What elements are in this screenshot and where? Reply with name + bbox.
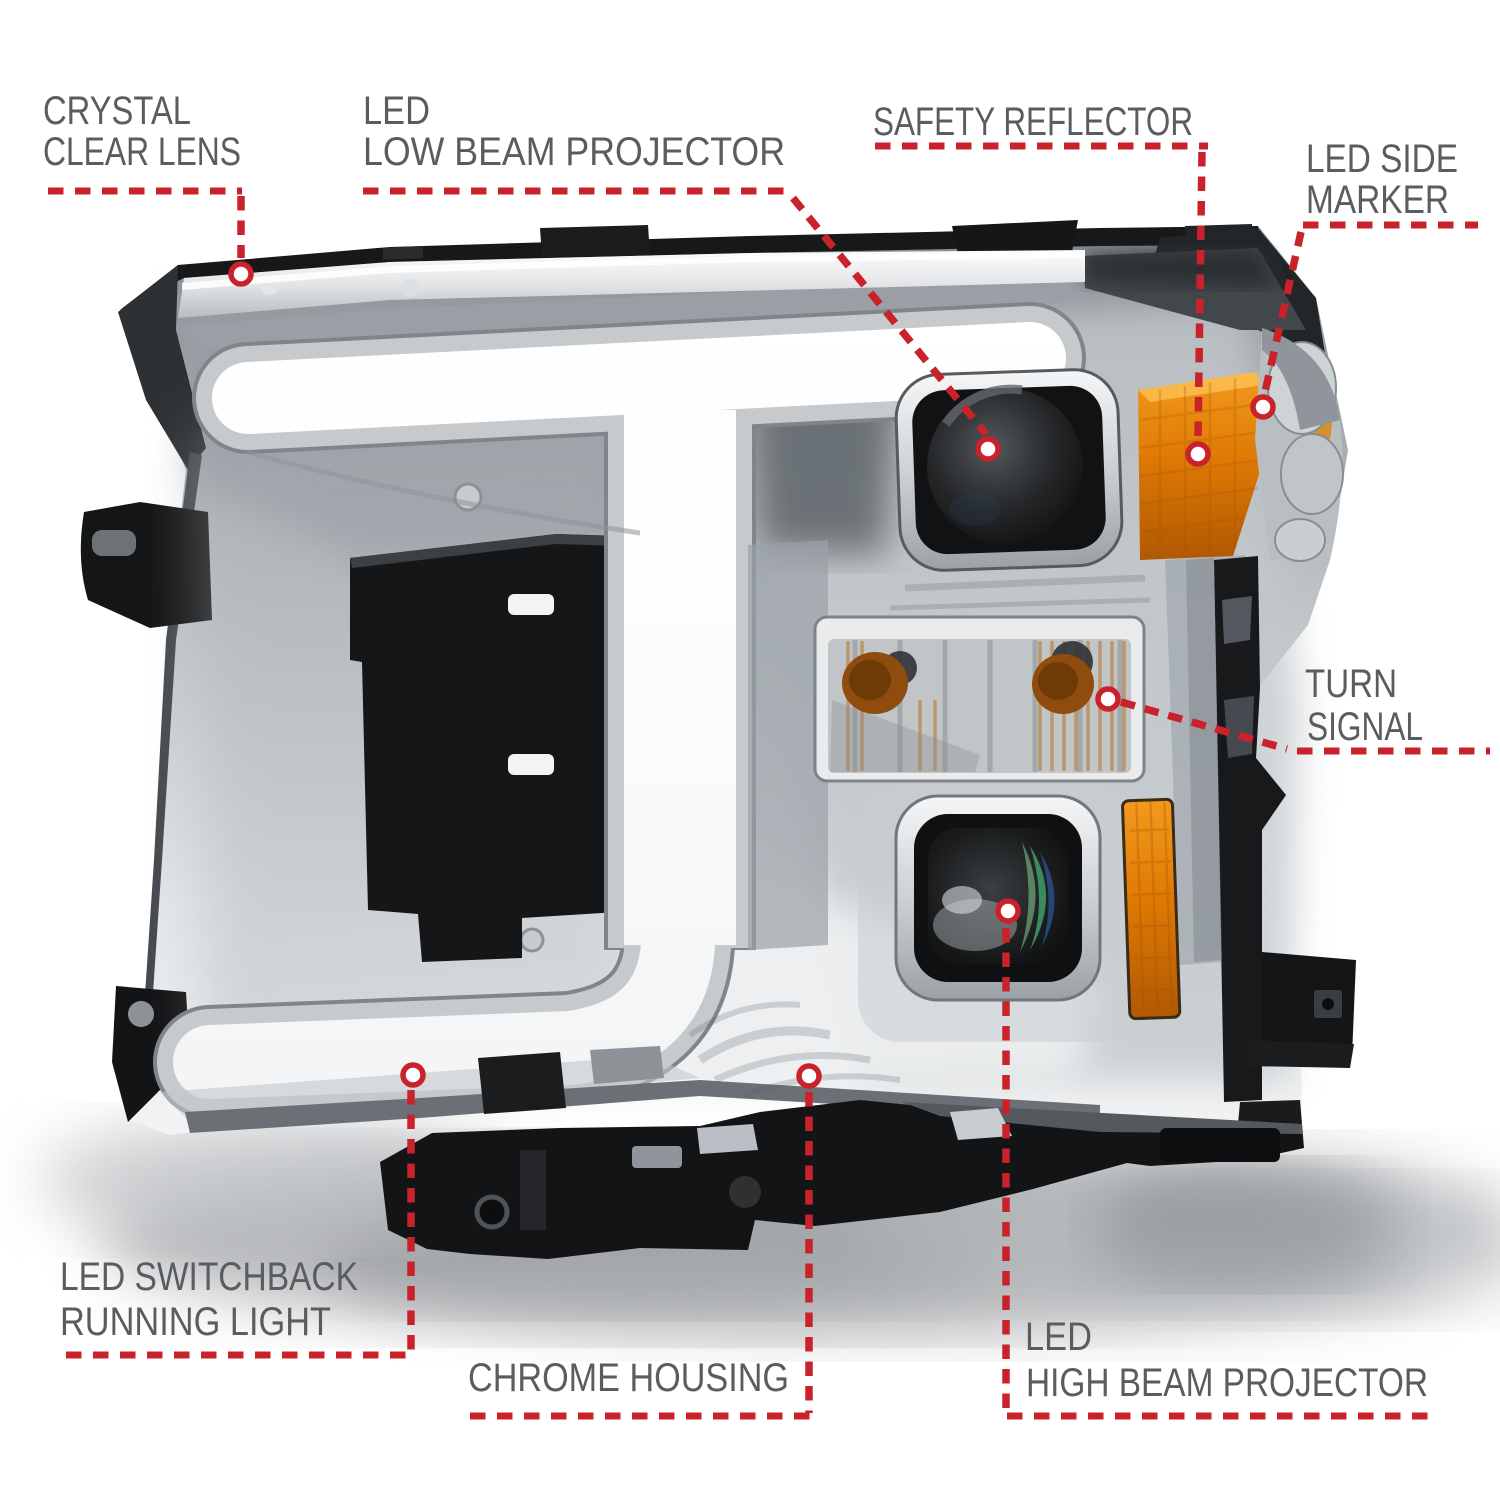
svg-text:RUNNING LIGHT: RUNNING LIGHT <box>60 1300 331 1344</box>
svg-text:HIGH BEAM PROJECTOR: HIGH BEAM PROJECTOR <box>1026 1361 1428 1405</box>
svg-text:TURN: TURN <box>1305 662 1397 706</box>
svg-text:SAFETY REFLECTOR: SAFETY REFLECTOR <box>873 100 1193 144</box>
svg-text:LED SWITCHBACK: LED SWITCHBACK <box>60 1255 358 1299</box>
svg-text:LOW BEAM PROJECTOR: LOW BEAM PROJECTOR <box>363 130 785 174</box>
svg-text:CHROME HOUSING: CHROME HOUSING <box>468 1356 789 1400</box>
svg-text:LED: LED <box>1025 1315 1092 1359</box>
svg-text:SIGNAL: SIGNAL <box>1307 705 1423 749</box>
svg-text:LED: LED <box>363 89 430 133</box>
svg-text:CLEAR LENS: CLEAR LENS <box>43 130 241 174</box>
svg-text:CRYSTAL: CRYSTAL <box>43 89 191 133</box>
svg-text:LED SIDE: LED SIDE <box>1306 137 1458 181</box>
svg-text:MARKER: MARKER <box>1306 178 1449 222</box>
